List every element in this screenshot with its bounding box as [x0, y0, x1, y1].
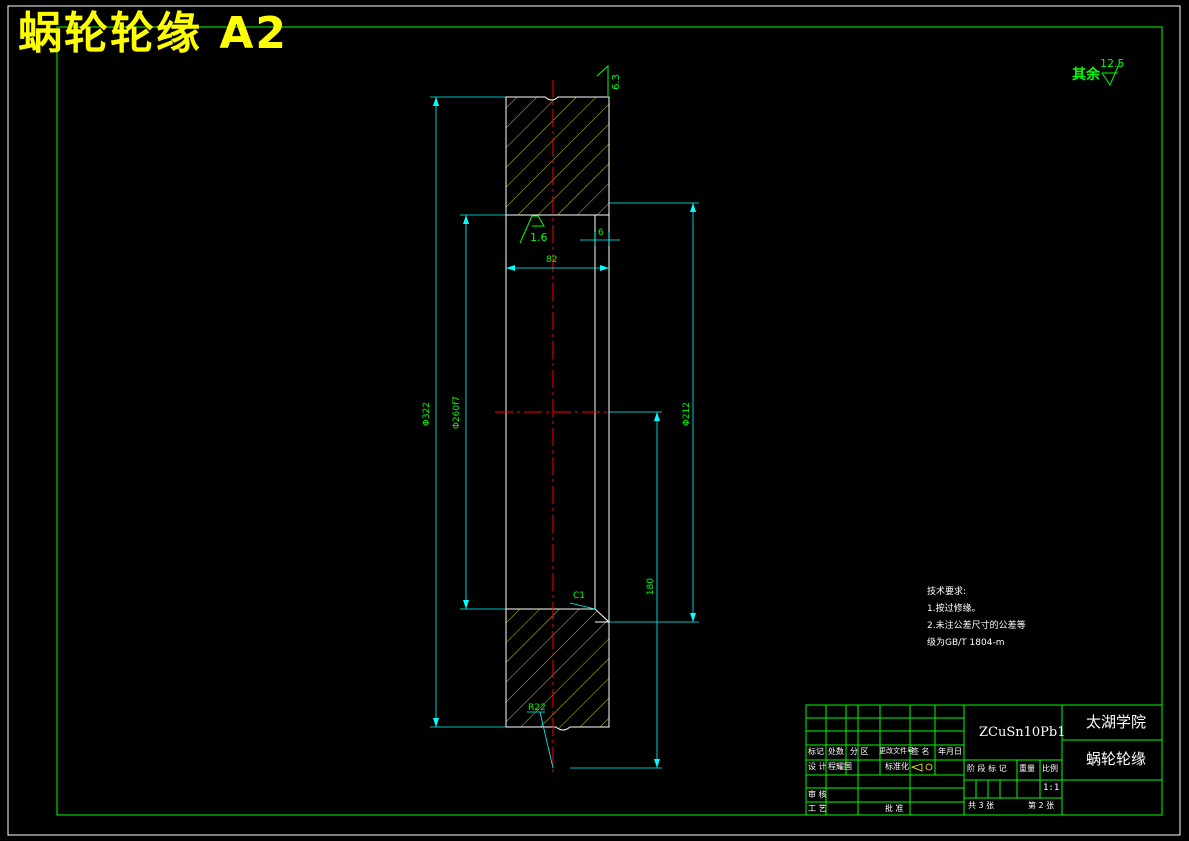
- stage-mark-label: 阶 段 标 记: [967, 764, 1007, 773]
- page-title: 蜗轮轮缘 A2: [18, 8, 288, 59]
- bore-dia-dimension: Φ260f7: [452, 396, 462, 430]
- upper-section: [505, 96, 610, 216]
- lower-section: [505, 608, 610, 731]
- header-col-mark: 标记: [808, 747, 824, 756]
- design-label: 设 计: [808, 762, 827, 771]
- length-dimension: 180: [646, 578, 656, 596]
- tech-requirements-heading: 技术要求:: [927, 587, 967, 597]
- tech-requirement-item: 1.按过修缘。: [927, 604, 981, 614]
- header-col-date: 年月日: [938, 747, 962, 756]
- designer-name: 程耀国: [828, 762, 852, 771]
- check-label: 审 核: [808, 790, 827, 799]
- inner-step-dia-dimension: Φ212: [682, 402, 692, 427]
- sheet-outer-border: [7, 5, 1181, 836]
- drawing-frame: [56, 26, 1163, 816]
- scale-value: 1:1: [1043, 783, 1060, 793]
- projection-symbol: [910, 763, 933, 772]
- weight-label: 重量: [1019, 764, 1035, 773]
- surface-finish-symbols: [519, 61, 1121, 244]
- school-name: 太湖学院: [1086, 713, 1147, 731]
- bore-finish-value: 1.6: [530, 231, 548, 244]
- header-col-count: 处数: [828, 747, 844, 756]
- standardization-label: 标准化: [885, 762, 909, 771]
- part-name: 蜗轮轮缘: [1086, 750, 1147, 768]
- process-label: 工 艺: [808, 804, 827, 813]
- scale-label: 比例: [1042, 764, 1058, 773]
- header-col-doc: 更改文件号: [879, 747, 914, 755]
- title-block-grid: [805, 704, 1163, 816]
- dimension-arrows: [433, 97, 696, 768]
- header-col-zone: 分 区: [850, 747, 869, 756]
- header-col-sign: 签 名: [911, 747, 930, 756]
- tech-requirements: 技术要求: 1.按过修缘。 2.未注公差尺寸的公差等 级为GB/T 1804-m: [927, 588, 1026, 648]
- sheets-total: 共 3 张: [968, 801, 995, 810]
- center-lines: [495, 80, 612, 775]
- width-dimension: 82: [546, 255, 558, 265]
- dimension-lines: [430, 96, 699, 769]
- material-label: ZCuSn10Pb1: [979, 725, 1066, 740]
- leader-lines: [527, 602, 596, 769]
- tech-requirement-item: 级为GB/T 1804-m: [927, 638, 1005, 648]
- other-finish-value: 12.5: [1100, 57, 1125, 70]
- sheet-number: 第 2 张: [1028, 801, 1055, 810]
- top-finish-value: 6.3: [611, 74, 622, 90]
- tech-requirement-item: 2.未注公差尺寸的公差等: [927, 621, 1026, 631]
- outer-dia-dimension: Φ322: [422, 402, 432, 427]
- chamfer-label: C1: [573, 591, 586, 601]
- approve-label: 批 准: [885, 804, 904, 813]
- step-dimension: 6: [598, 228, 604, 238]
- other-finish-label: 其余: [1072, 67, 1100, 83]
- module-mark-label: R22: [528, 703, 546, 713]
